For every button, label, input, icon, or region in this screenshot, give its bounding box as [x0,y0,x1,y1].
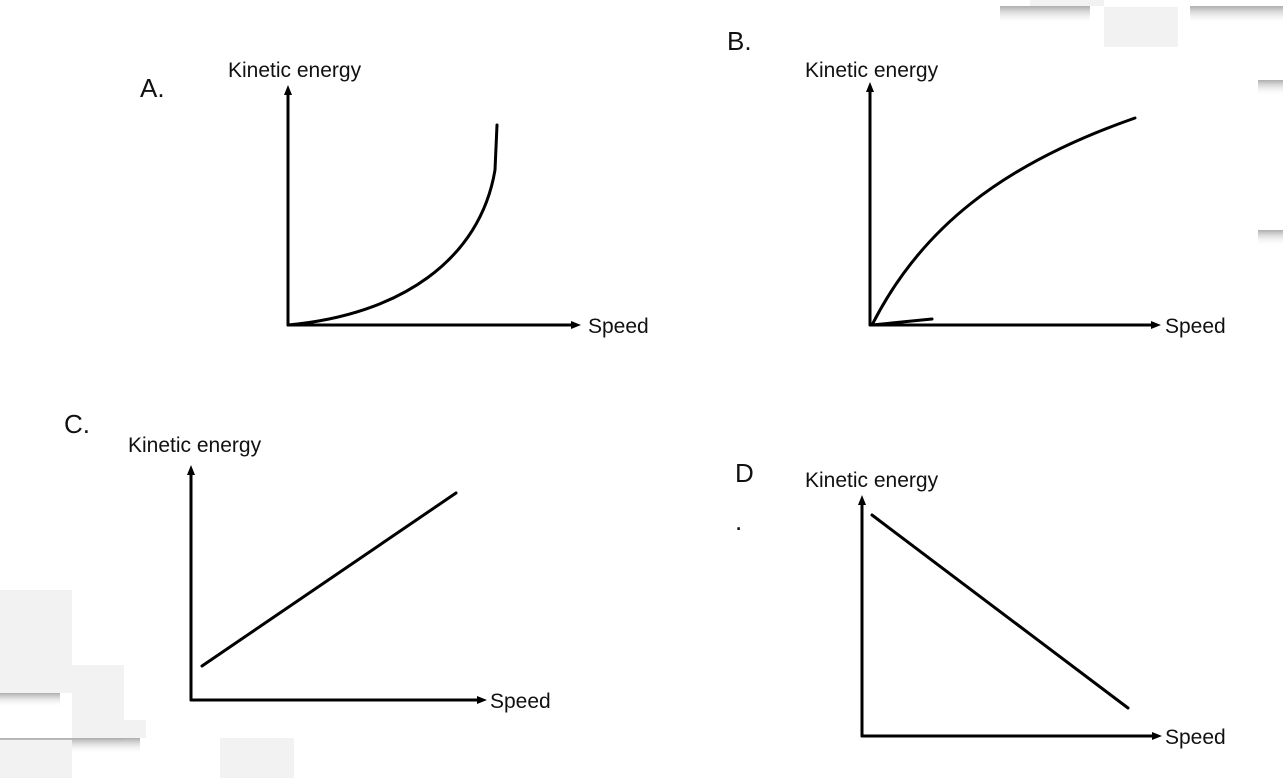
energy-curve [286,123,499,327]
graph-c: C. Kinetic energy Speed [64,409,551,713]
y-axis-label: Kinetic energy [805,469,939,492]
x-axis-label: Speed [490,690,551,713]
x-axis-label: Speed [588,315,649,338]
energy-curve [870,116,1137,327]
option-label: D [735,458,754,488]
graph-a: A. Kinetic energy Speed [140,59,649,338]
option-label: C. [64,409,90,439]
stray-mark [870,317,934,327]
graph-d: D . Kinetic energy Speed [735,458,1226,749]
y-axis-label: Kinetic energy [805,59,939,82]
y-axis-label: Kinetic energy [128,434,262,457]
x-axis-label: Speed [1165,315,1226,338]
y-axis-label: Kinetic energy [228,59,362,82]
energy-line [200,491,458,668]
option-label: A. [140,73,165,103]
option-label: B. [727,26,752,56]
graph-b: B. Kinetic energy Speed [727,26,1226,338]
energy-line [870,513,1130,710]
x-axis-label: Speed [1165,726,1226,749]
option-label-dot: . [735,506,742,536]
